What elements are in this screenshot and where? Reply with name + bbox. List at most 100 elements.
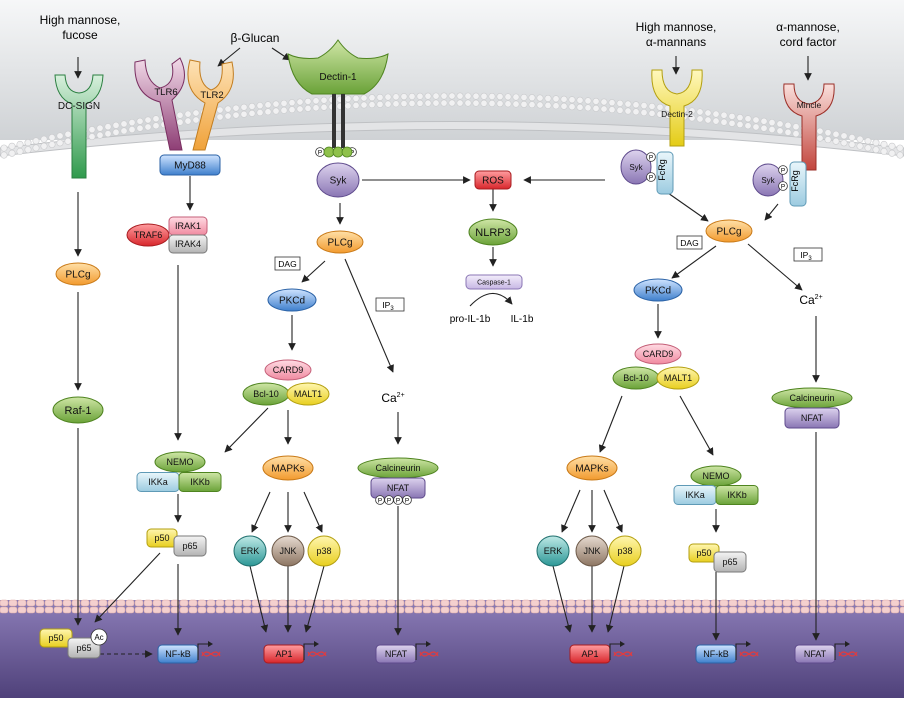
nemo-node-left-label: NEMO xyxy=(167,457,194,467)
acetyl-group: Ac xyxy=(90,628,108,646)
dectin2-receptor: Dectin-2 xyxy=(651,69,703,147)
nfkb-gene-left: NF-kB xyxy=(157,644,199,664)
promoter-arrow xyxy=(834,641,858,660)
pkcd-node-left-label: PKCd xyxy=(279,296,305,307)
phosphate: P xyxy=(646,172,656,182)
irak1-node-label: IRAK1 xyxy=(175,221,201,231)
traf6-node-label: TRAF6 xyxy=(134,230,163,240)
p50-node-left: p50 xyxy=(146,528,178,548)
syk-node-dectin1: Syk xyxy=(316,162,360,198)
ap1-gene-left: AP1 xyxy=(263,644,305,664)
card9-node-left: CARD9 xyxy=(264,359,312,381)
nfat-gene-right-label: NFAT xyxy=(804,649,827,659)
jnk-node-right-label: JNK xyxy=(583,546,600,556)
svg-text:DAG: DAG xyxy=(278,259,296,269)
phosphate: P xyxy=(402,495,412,505)
pathway-arrows xyxy=(74,47,820,658)
dectin1-itam xyxy=(332,146,344,158)
gene-promoters xyxy=(197,641,858,660)
dectin2-ligand-line2: α-mannans xyxy=(646,35,706,49)
plcg-node-dectin1: PLCg xyxy=(316,230,364,254)
svg-text:P: P xyxy=(781,168,785,175)
mapks-node-left-label: MAPKs xyxy=(271,464,304,475)
p38-node-left-label: p38 xyxy=(316,546,331,556)
card9-node-left-label: CARD9 xyxy=(273,365,304,375)
pro-il1b-label: pro-IL-1b xyxy=(450,314,491,325)
dectin1-label: Dectin-1 xyxy=(319,72,357,83)
myd88-node-label: MyD88 xyxy=(174,161,206,172)
svg-text:FcRg: FcRg xyxy=(657,159,667,181)
dectin2-label: Dectin-2 xyxy=(661,109,693,119)
card9-node-right-label: CARD9 xyxy=(643,349,674,359)
bcl10-node-left: Bcl-10 xyxy=(242,382,290,406)
ap1-gene-left-label: AP1 xyxy=(275,649,292,659)
mapks-node-left: MAPKs xyxy=(262,455,314,481)
irak4-node: IRAK4 xyxy=(168,234,208,254)
calcineurin-node-right: Calcineurin xyxy=(771,387,853,409)
bcl10-node-right: Bcl-10 xyxy=(612,366,660,390)
plcg-node-dcsign: PLCg xyxy=(55,262,101,286)
malt1-node-left: MALT1 xyxy=(286,382,330,406)
svg-text:IP3: IP3 xyxy=(382,300,394,312)
bcl10-node-left-label: Bcl-10 xyxy=(253,389,279,399)
phosphate: P xyxy=(778,181,788,191)
ip3-box-left: IP3 xyxy=(375,297,405,312)
promoter-arrow xyxy=(609,641,633,660)
svg-text:P: P xyxy=(649,155,653,162)
fcrg-dectin2: FcRg xyxy=(656,151,674,195)
svg-text:P: P xyxy=(781,184,785,191)
syk-node-dectin1-label: Syk xyxy=(330,176,348,187)
syk-node-dectin2: Syk xyxy=(620,149,652,185)
nemo-node-left: NEMO xyxy=(154,451,206,473)
plcg-node-right-label: PLCg xyxy=(716,227,741,238)
ikkb-node-right: IKKb xyxy=(715,485,759,505)
p50-node-left-label: p50 xyxy=(154,533,169,543)
calcium-label-left: Ca2+ xyxy=(381,391,404,405)
dc-sign-label: DC-SIGN xyxy=(58,101,100,112)
nfat-gene-left: NFAT xyxy=(375,644,417,664)
mincle-ligand-line1: α-mannose, xyxy=(776,20,840,34)
p65-node-right-label: p65 xyxy=(722,557,737,567)
ros-node: ROS xyxy=(474,170,512,190)
phosphate: P xyxy=(315,147,325,157)
svg-text:P: P xyxy=(318,150,322,157)
phosphate: P xyxy=(393,495,403,505)
erk-node-right: ERK xyxy=(536,535,570,567)
raf1-node-label: Raf-1 xyxy=(65,405,92,417)
mapks-node-right-label: MAPKs xyxy=(575,464,608,475)
nemo-node-right-label: NEMO xyxy=(703,471,730,481)
nfkb-gene-left-label: NF-kB xyxy=(165,649,191,659)
erk-node-left-label: ERK xyxy=(241,546,260,556)
promoter-arrow xyxy=(735,641,759,660)
p38-node-right-label: p38 xyxy=(617,546,632,556)
traf6-node: TRAF6 xyxy=(126,223,170,247)
dectin1-itam xyxy=(341,146,353,158)
p65-node-nucleus: p65 xyxy=(67,637,101,659)
nuclear-envelope-beads xyxy=(0,599,904,614)
syk-node-mincle: Syk xyxy=(752,163,784,197)
dcsign-ligand-line2: fucose xyxy=(62,28,98,42)
pkcd-node-right-label: PKCd xyxy=(645,286,671,297)
caspase1-node-label: Caspase-1 xyxy=(477,279,511,286)
malt1-node-left-label: MALT1 xyxy=(294,389,322,399)
malt1-node-right: MALT1 xyxy=(656,366,700,390)
svg-text:P: P xyxy=(378,498,382,505)
nfat-node-cyto-left-label: NFAT xyxy=(387,483,410,493)
erk-node-left: ERK xyxy=(233,535,267,567)
raf1-node: Raf-1 xyxy=(52,396,104,424)
dcsign-ligand-line1: High mannose, xyxy=(40,13,121,27)
syk-node-dectin2-label: Syk xyxy=(629,163,643,172)
jnk-node-right: JNK xyxy=(575,535,609,567)
p50-node-right: p50 xyxy=(688,543,720,563)
ikka-node-right: IKKa xyxy=(673,485,717,505)
calcineurin-node-left-label: Calcineurin xyxy=(375,463,420,473)
promoter-arrow xyxy=(415,641,439,660)
jnk-node-left-label: JNK xyxy=(279,546,296,556)
p50-node-nucleus: p50 xyxy=(39,628,73,648)
ikka-node-left-label: IKKa xyxy=(148,477,168,487)
svg-text:FcRg: FcRg xyxy=(790,170,800,192)
svg-text:Ac: Ac xyxy=(94,633,103,642)
